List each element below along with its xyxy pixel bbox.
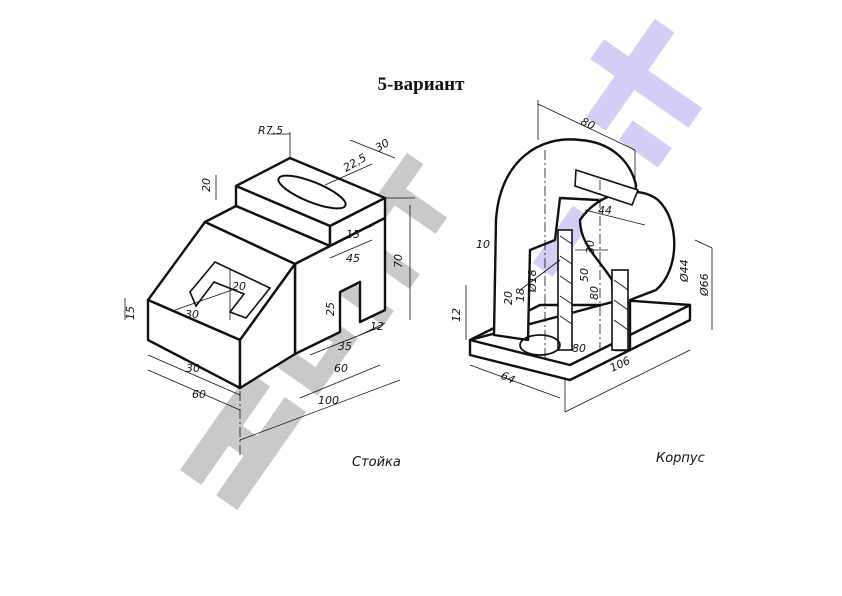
dim-50: 50 [578,268,591,282]
page-title: 5-вариант [377,74,465,95]
dim-20: 20 [502,291,515,305]
dim-d66: Ø66 [698,273,711,297]
dim-30-bottom: 30 [186,362,200,375]
caption-housing: Корпус [656,451,705,466]
dim-60-bottom: 60 [192,388,206,401]
dim-d18: Ø18 [526,269,539,293]
dim-18: 18 [514,288,527,302]
dim-10: 10 [476,238,490,251]
dim-80-bottom: 80 [572,342,586,355]
housing-drawing: 80 44 10 30 Ø18 20 18 50 80 Ø44 Ø66 12 8… [450,100,713,466]
dim-12: 12 [450,308,463,322]
dim-r75: R7,5 [258,124,283,137]
dim-25: 25 [324,302,337,316]
dim-20-inner: 20 [232,280,246,293]
dim-60-right: 60 [334,362,348,375]
dim-80-top: 80 [579,115,597,133]
watermark-stroke [590,39,703,128]
dim-15-left: 15 [124,306,137,320]
dim-20-top: 20 [200,178,213,192]
watermark-stroke [378,177,448,234]
dim-44: 44 [598,204,612,217]
dim-225: 22,5 [341,151,369,175]
dim-d44: Ø44 [678,259,691,283]
dim-30-inner: 30 [185,308,199,321]
dim-30: 30 [584,240,597,254]
dim-45: 45 [346,252,360,265]
dim-30-top: 30 [373,136,392,154]
dim-15-mid: 15 [346,228,360,241]
stand-drawing: R7,5 30 22,5 20 15 45 70 15 30 20 25 12 … [124,124,415,470]
watermark-stroke [618,120,672,168]
dim-64: 64 [499,369,517,387]
watermark-stroke [207,411,279,471]
dim-35: 35 [338,340,352,353]
dim-12: 12 [370,320,384,333]
dim-100: 100 [318,394,339,407]
caption-stand: Стойка [352,455,401,470]
dim-80-mid: 80 [588,286,601,300]
dim-70: 70 [392,254,405,268]
